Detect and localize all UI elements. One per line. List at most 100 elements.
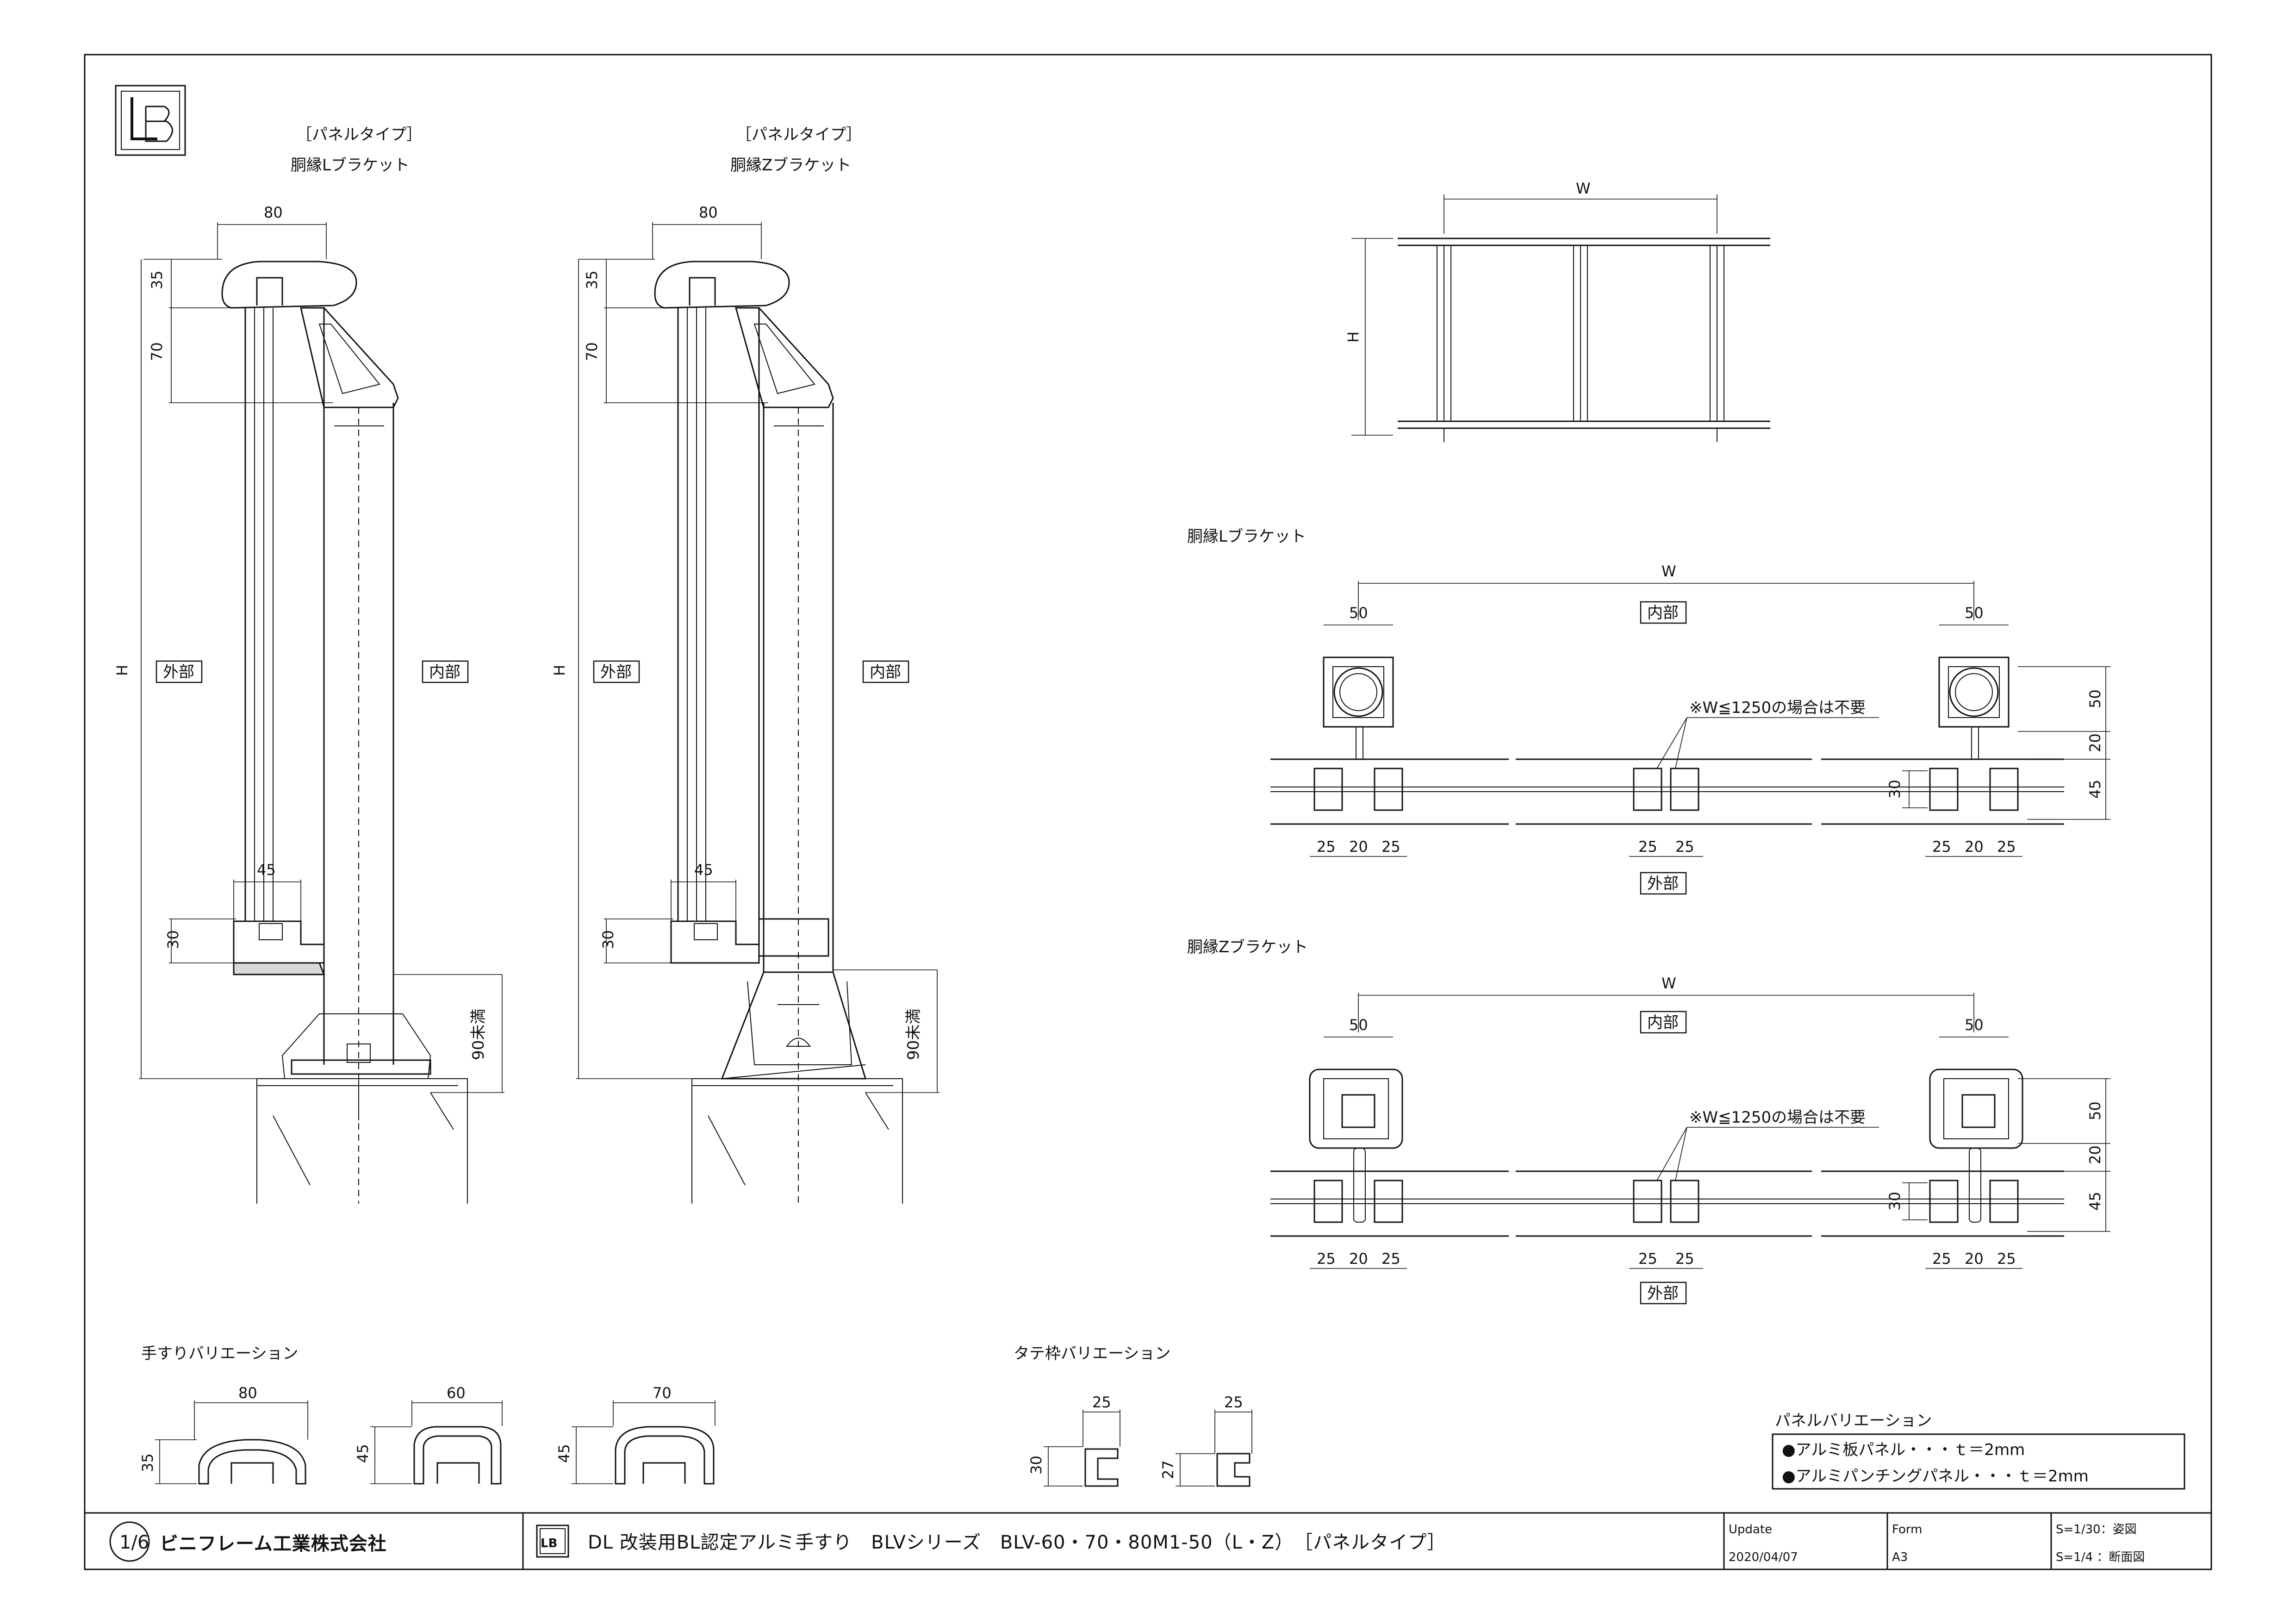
panel-variation-title: パネルバリエーション — [1775, 1412, 1932, 1430]
update-label: Update — [1729, 1523, 1772, 1537]
section-view-l-bracket: ［パネルタイプ］ 胴縁Lブラケット 80 — [113, 125, 504, 1204]
dim-20: 20 — [1965, 1250, 1984, 1268]
label-90-under: 90未満 — [469, 1009, 488, 1060]
dim-70: 70 — [148, 342, 166, 361]
dim-25: 25 — [1932, 1250, 1951, 1268]
dim-25: 25 — [1997, 838, 2016, 856]
plan-view-l-bracket: 胴縁Lブラケット W 内部 50 50 — [1187, 527, 2110, 895]
label-inside: 内部 — [1647, 1013, 1679, 1032]
dim-25: 25 — [1675, 1250, 1694, 1268]
dim-25: 25 — [1638, 838, 1657, 856]
dim-W: W — [1661, 562, 1676, 580]
dim-50: 50 — [1965, 1016, 1984, 1034]
dim-70: 70 — [653, 1384, 672, 1402]
sheet-border — [84, 54, 2212, 1570]
dim-30: 30 — [1886, 1192, 1904, 1211]
section-view-z-bracket: ［パネルタイプ］ 胴縁Zブラケット 80 — [551, 125, 940, 1204]
dim-W: W — [1661, 974, 1676, 992]
label-inside: 内部 — [429, 663, 460, 681]
view2-title: 胴縁Zブラケット — [730, 156, 851, 175]
handrail-variation-title: 手すりバリエーション — [141, 1344, 298, 1363]
brand-logo-text: LB — [541, 1537, 557, 1550]
label-outside: 外部 — [1647, 874, 1679, 893]
label-inside: 内部 — [870, 663, 901, 681]
dim-25: 25 — [1381, 838, 1400, 856]
form-label: Form — [1892, 1523, 1923, 1537]
panel-option-2: ●アルミパンチングパネル・・・ｔ＝2mm — [1782, 1467, 2089, 1486]
post-variation-title: タテ枠バリエーション — [1014, 1344, 1170, 1363]
view1-title: 胴縁Lブラケット — [291, 156, 410, 175]
plan-note: ※W≦1250の場合は不要 — [1689, 1108, 1866, 1127]
dim-80: 80 — [264, 204, 283, 221]
scale-1: S=1/30：姿図 — [2056, 1523, 2137, 1537]
dim-25: 25 — [1224, 1393, 1243, 1411]
panel-variations: パネルバリエーション ●アルミ板パネル・・・ｔ＝2mm ●アルミパンチングパネル… — [1772, 1412, 2185, 1490]
dim-25: 25 — [1317, 1250, 1336, 1268]
dim-25: 25 — [1638, 1250, 1657, 1268]
dim-20: 20 — [2086, 1145, 2104, 1164]
plan-l-title: 胴縁Lブラケット — [1187, 527, 1306, 546]
dim-35: 35 — [139, 1453, 156, 1472]
dim-70: 70 — [583, 342, 601, 361]
dim-20: 20 — [1965, 838, 1984, 856]
dim-20: 20 — [1349, 1250, 1368, 1268]
dim-25: 25 — [1997, 1250, 2016, 1268]
dim-50: 50 — [1965, 604, 1984, 622]
dim-45: 45 — [257, 861, 276, 879]
dim-45: 45 — [354, 1444, 372, 1463]
form-value: A3 — [1892, 1550, 1908, 1564]
dim-H: H — [113, 665, 131, 676]
view2-tag: ［パネルタイプ］ — [736, 125, 862, 144]
dim-50: 50 — [1349, 1016, 1368, 1034]
label-90-under: 90未満 — [904, 1009, 923, 1060]
dim-30: 30 — [164, 930, 182, 949]
dim-25: 25 — [1381, 1250, 1400, 1268]
dim-27: 27 — [1159, 1460, 1177, 1479]
dim-25: 25 — [1675, 838, 1694, 856]
panel-option-1: ●アルミ板パネル・・・ｔ＝2mm — [1782, 1441, 2025, 1459]
scale-2: S=1/4 ：断面図 — [2056, 1550, 2145, 1564]
dim-50: 50 — [1349, 604, 1368, 622]
dim-H: H — [551, 665, 568, 676]
dim-80: 80 — [238, 1384, 257, 1402]
elevation-view: W H — [1344, 180, 1770, 442]
dim-30: 30 — [1027, 1455, 1045, 1474]
dim-45: 45 — [2086, 780, 2104, 799]
label-inside: 内部 — [1647, 604, 1679, 622]
drawing-title: DL 改装用BL認定アルミ手すり BLVシリーズ BLV-60・70・80M1-… — [588, 1532, 1446, 1553]
plan-view-z-bracket: 胴縁Zブラケット W 内部 50 50 ※W≦1250の場合は不要 — [1187, 938, 2110, 1305]
label-outside: 外部 — [1647, 1284, 1679, 1303]
dim-45: 45 — [2086, 1192, 2104, 1211]
plan-z-title: 胴縁Zブラケット — [1187, 938, 1308, 956]
dim-20: 20 — [2086, 733, 2104, 752]
title-block: 1/6 ビニフレーム工業株式会社 LB DL 改装用BL認定アルミ手すり BLV… — [85, 1512, 2211, 1569]
dim-20: 20 — [1349, 838, 1368, 856]
view1-tag: ［パネルタイプ］ — [296, 125, 422, 144]
update-value: 2020/04/07 — [1729, 1550, 1798, 1564]
handrail-variations: 手すりバリエーション 80 35 60 45 70 45 — [139, 1344, 716, 1485]
dim-45: 45 — [694, 861, 713, 879]
dim-25: 25 — [1317, 838, 1336, 856]
dim-25: 25 — [1932, 838, 1951, 856]
dim-30: 30 — [599, 930, 617, 949]
company-name: ビニフレーム工業株式会社 — [160, 1533, 387, 1555]
dim-35: 35 — [583, 270, 601, 289]
plan-note: ※W≦1250の場合は不要 — [1689, 699, 1866, 717]
brand-logo-icon: LB — [536, 1524, 569, 1558]
dim-25: 25 — [1092, 1393, 1111, 1411]
dim-35: 35 — [148, 270, 166, 289]
dim-80: 80 — [699, 204, 718, 221]
dim-60: 60 — [447, 1384, 466, 1402]
dim-50: 50 — [2086, 689, 2104, 708]
dim-45: 45 — [555, 1444, 573, 1463]
lb-logo-icon — [115, 85, 186, 156]
label-outside: 外部 — [600, 663, 632, 681]
company-logo-icon: 1/6 — [109, 1521, 150, 1562]
dim-H: H — [1344, 331, 1362, 343]
dim-30: 30 — [1886, 780, 1904, 799]
post-variations: タテ枠バリエーション 25 30 25 27 — [1014, 1344, 1252, 1487]
company-logo-text: 1/6 — [119, 1532, 149, 1553]
dim-W: W — [1576, 180, 1591, 197]
label-outside: 外部 — [163, 663, 194, 681]
